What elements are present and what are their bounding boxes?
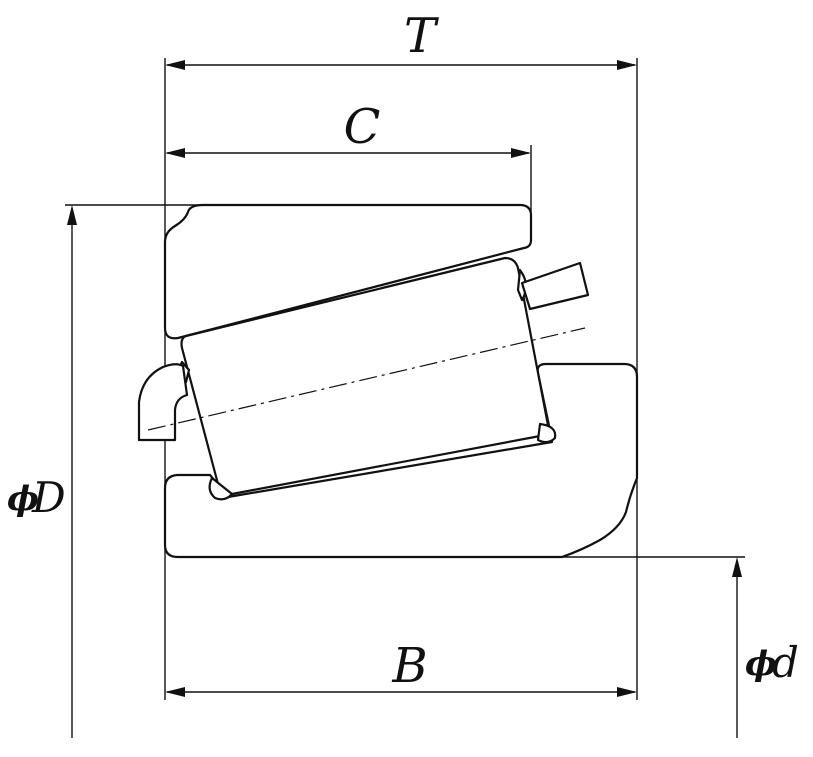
svg-text:ϕ: ϕ <box>745 644 777 684</box>
label-phi-d: ϕ d <box>745 638 799 687</box>
svg-text:d: d <box>772 638 799 687</box>
inner-ring <box>163 362 639 559</box>
svg-text:D: D <box>31 473 66 522</box>
dimension-d <box>732 557 742 738</box>
label-phi-D: ϕ D <box>7 473 66 522</box>
dimension-D <box>67 205 77 738</box>
svg-text:ϕ: ϕ <box>7 479 39 519</box>
dimension-T <box>165 60 637 70</box>
dimension-B <box>165 687 637 697</box>
dimension-C <box>165 148 531 158</box>
outer-ring <box>163 203 533 340</box>
label-T: T <box>404 8 439 64</box>
label-C: C <box>344 99 381 155</box>
roller-axis <box>147 327 586 431</box>
label-B: B <box>391 638 427 694</box>
cage <box>137 261 590 442</box>
